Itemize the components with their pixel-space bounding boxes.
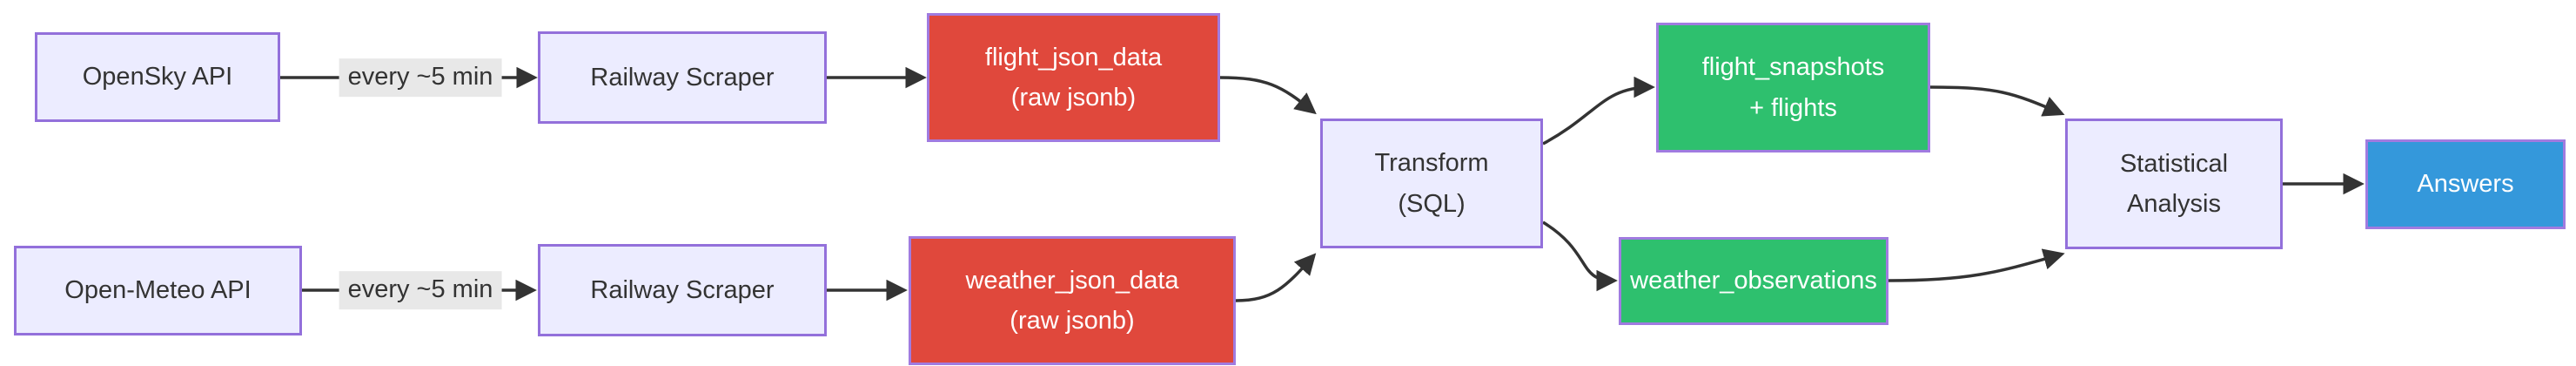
edge-weather-obs-to-stats (1888, 248, 2065, 282)
node-label: weather_observations (1630, 267, 1877, 295)
node-weather-json-data: weather_json_data (raw jsonb) (909, 236, 1236, 365)
node-label: Open-Meteo API (64, 276, 252, 305)
node-label-line: (raw jsonb) (1010, 307, 1135, 335)
node-opensky-api: OpenSky API (35, 32, 280, 122)
node-label: OpenSky API (82, 63, 233, 92)
edge-flight-raw-to-transform (1219, 76, 1317, 115)
node-railway-scraper-bottom: Railway Scraper (538, 244, 827, 336)
edge-transform-to-weather-obs (1542, 220, 1618, 292)
node-label-line: weather_json_data (965, 266, 1179, 295)
node-railway-scraper-top: Railway Scraper (538, 31, 827, 124)
node-label-line: Statistical (2119, 149, 2229, 178)
edge-label-every-5-min-top: every ~5 min (339, 58, 502, 97)
edge-flight-tables-to-stats (1929, 85, 2065, 117)
node-answers: Answers (2365, 139, 2566, 229)
edge-transform-to-flight-tables (1542, 76, 1655, 146)
edge-weather-raw-to-transform (1235, 253, 1317, 302)
node-flight-snapshots-flights: flight_snapshots + flights (1656, 23, 1930, 152)
node-statistical-analysis: Statistical Analysis (2065, 119, 2283, 249)
node-label-line: flight_snapshots (1701, 53, 1885, 82)
node-label-line: Analysis (2127, 190, 2221, 218)
node-label-line: Transform (1374, 149, 1489, 178)
node-label-line: flight_json_data (984, 43, 1163, 71)
node-transform-sql: Transform (SQL) (1320, 119, 1543, 248)
node-label: Railway Scraper (590, 63, 775, 92)
node-openmeteo-api: Open-Meteo API (14, 246, 302, 336)
node-label-line: (SQL) (1398, 189, 1466, 218)
node-weather-observations: weather_observations (1619, 237, 1888, 325)
edge-label-every-5-min-bottom: every ~5 min (339, 271, 502, 309)
node-label: Answers (2417, 170, 2514, 199)
node-label-line: + flights (1749, 93, 1837, 122)
node-label-line: (raw jsonb) (1010, 84, 1137, 112)
node-label: Railway Scraper (590, 275, 775, 304)
node-flight-json-data: flight_json_data (raw jsonb) (927, 13, 1220, 142)
